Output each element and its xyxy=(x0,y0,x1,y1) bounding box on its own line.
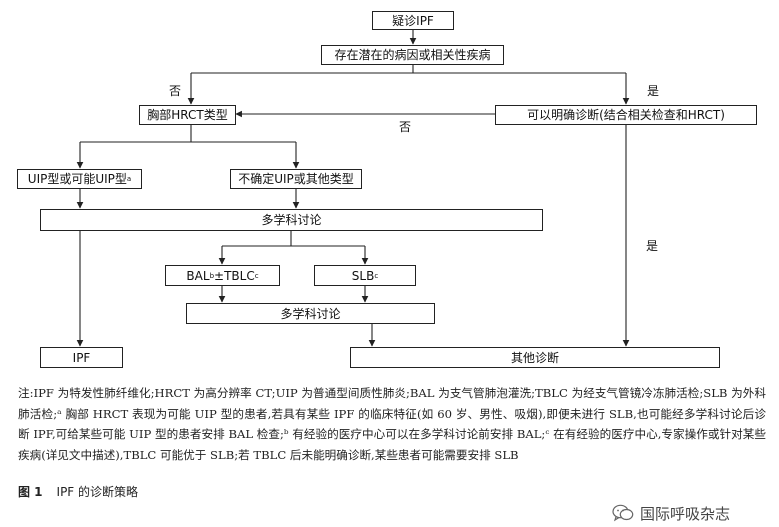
node-suspect-ipf: 疑诊IPF xyxy=(372,11,454,30)
node-potential-cause: 存在潜在的病因或相关性疾病 xyxy=(321,45,504,65)
node-other-diagnosis: 其他诊断 xyxy=(350,347,720,368)
figure-number: 图 1 xyxy=(18,485,43,499)
watermark: 国际呼吸杂志 xyxy=(612,503,730,523)
figure-title: IPF 的诊断策略 xyxy=(56,485,139,499)
figure-notes: 注:IPF 为特发性肺纤维化;HRCT 为高分辨率 CT;UIP 为普通型间质性… xyxy=(18,386,766,462)
edge-label-yes-right: 是 xyxy=(647,84,660,98)
watermark-text: 国际呼吸杂志 xyxy=(640,504,731,523)
node-mdd-1: 多学科讨论 xyxy=(40,209,543,231)
edge-label-yes-lower: 是 xyxy=(646,239,659,253)
edge-label-no-middle: 否 xyxy=(399,120,412,134)
figure-caption: 图 1 IPF 的诊断策略 xyxy=(18,486,138,498)
node-clear-diagnosis: 可以明确诊断(结合相关检查和HRCT) xyxy=(495,105,757,125)
node-indeterminate: 不确定UIP或其他类型 xyxy=(230,169,362,189)
node-mdd-2: 多学科讨论 xyxy=(186,303,435,324)
flowchart-connectors xyxy=(76,29,630,347)
node-ipf: IPF xyxy=(40,347,123,368)
edge-label-no-left: 否 xyxy=(169,84,182,98)
wechat-icon xyxy=(612,504,634,522)
node-chest-hrct: 胸部HRCT类型 xyxy=(139,105,236,125)
